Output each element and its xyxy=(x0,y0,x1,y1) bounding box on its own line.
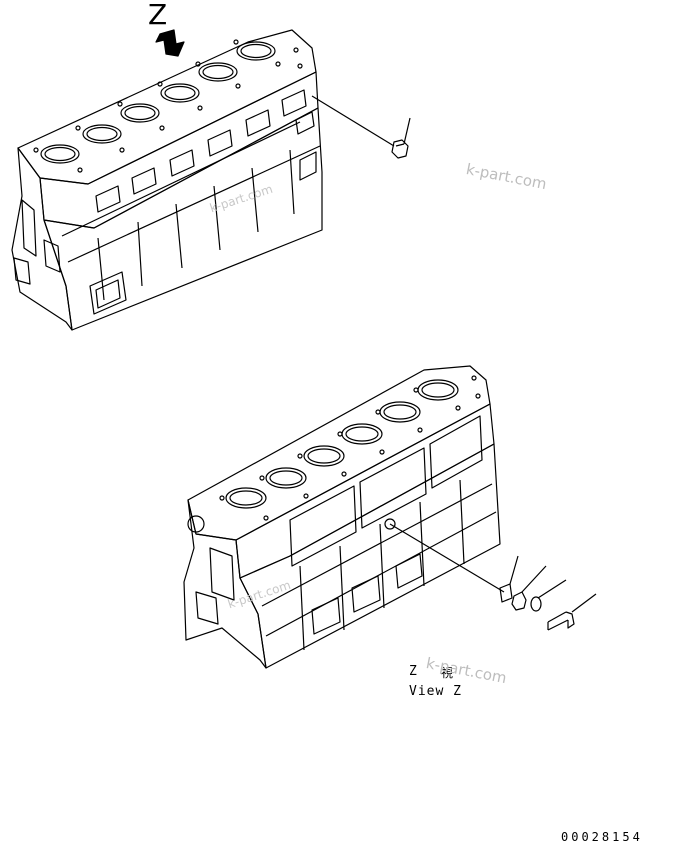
caption-view-letter: Z xyxy=(409,664,417,679)
plug-part-top xyxy=(311,95,411,159)
engine-block-top xyxy=(11,29,323,331)
engine-block-bottom xyxy=(183,365,501,669)
drawing-number: 00028154 xyxy=(561,830,643,844)
view-z-arrow xyxy=(155,29,185,57)
view-letter-label: Z xyxy=(148,0,168,31)
bolt-washer-plug-assembly xyxy=(389,523,597,631)
caption-japanese: 視 xyxy=(441,666,454,680)
caption-english: View Z xyxy=(409,684,462,699)
